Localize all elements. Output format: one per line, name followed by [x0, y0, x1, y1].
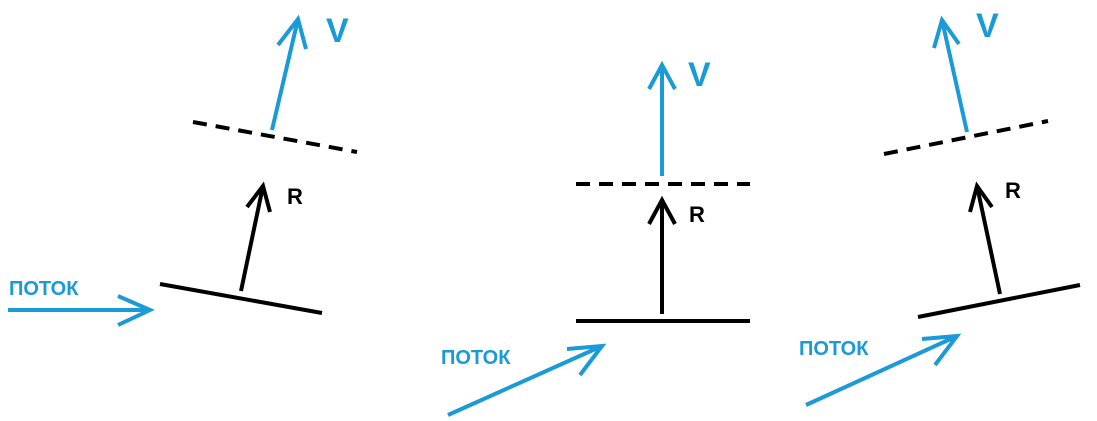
force-arrow-1 [239, 185, 265, 292]
flow-arrowhead-1 [117, 294, 155, 327]
displaced-plate-1 [192, 120, 358, 154]
velocity-label-2: V [688, 56, 711, 94]
flow-label-2: ПОТОК [441, 347, 511, 369]
velocity-arrowhead-3 [932, 15, 961, 49]
velocity-label-1: V [326, 12, 349, 50]
force-label-2: R [689, 202, 705, 227]
force-label-3: R [1005, 178, 1021, 203]
flow-arrow-3 [805, 334, 958, 407]
force-arrowhead-1 [245, 181, 272, 213]
velocity-label-3: V [976, 7, 999, 45]
force-arrow-3 [975, 185, 1002, 295]
force-arrowhead-2 [647, 195, 677, 225]
force-arrowhead-3 [968, 181, 994, 213]
velocity-arrowhead-2 [647, 60, 677, 90]
plate-3 [917, 283, 1081, 319]
flow-arrow-2 [447, 344, 603, 417]
panel-2 [447, 60, 750, 417]
panel-1 [8, 14, 358, 327]
panel-3 [805, 15, 1081, 407]
velocity-arrow-1 [270, 18, 300, 131]
displaced-plate-3 [883, 119, 1049, 156]
plate-1 [159, 282, 323, 315]
force-label-1: R [287, 184, 303, 209]
velocity-arrowhead-1 [276, 14, 308, 50]
flow-label-1: ПОТОК [9, 278, 79, 300]
flow-arrowhead-2 [566, 343, 607, 377]
flow-arrowhead-3 [921, 333, 962, 367]
velocity-arrow-3 [940, 19, 969, 133]
flow-label-3: ПОТОК [799, 338, 869, 360]
